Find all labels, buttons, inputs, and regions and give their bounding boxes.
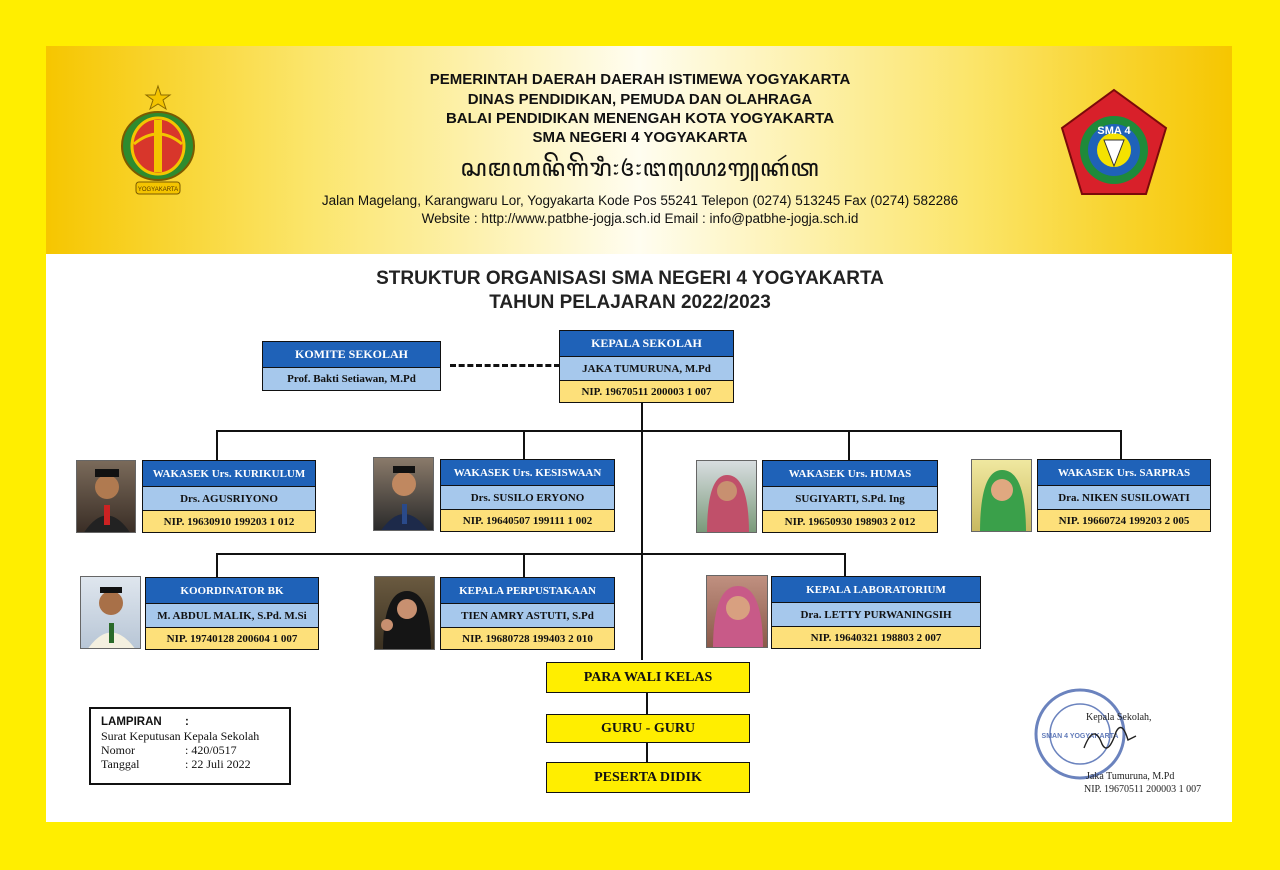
wakasek-name: Drs. AGUSRIYONO bbox=[143, 486, 315, 510]
kepala-laboratorium-box: KEPALA LABORATORIUM Dra. LETTY PURWANING… bbox=[771, 576, 981, 649]
wakasek-photo-2 bbox=[373, 457, 434, 531]
koordinator-photo-3 bbox=[706, 575, 768, 648]
nomor-value: : 420/0517 bbox=[185, 743, 237, 757]
komite-sekolah-box: KOMITE SEKOLAH Prof. Bakti Setiawan, M.P… bbox=[262, 341, 441, 391]
wakasek-box-kesiswaan: WAKASEK Urs. KESISWAAN Drs. SUSILO ERYON… bbox=[440, 459, 615, 532]
tanggal-label: Tanggal bbox=[101, 757, 140, 771]
header-line-1: PEMERINTAH DAERAH DAERAH ISTIMEWA YOGYAK… bbox=[429, 71, 851, 88]
komite-title: KOMITE SEKOLAH bbox=[263, 342, 440, 367]
kepala-nip: NIP. 19670511 200003 1 007 bbox=[560, 380, 733, 402]
main-vertical-line bbox=[641, 402, 643, 660]
wakasek-title: WAKASEK Urs. KESISWAAN bbox=[441, 460, 614, 485]
javanese-script-line: ꦱꦩꦲꦤꦼꦒꦼꦫꦶ꧇꧔꧇ꦔꦪꦺꦴꦒꦾꦏꦂꦠ bbox=[460, 154, 820, 181]
header-line-4: SMA NEGERI 4 YOGYAKARTA bbox=[532, 129, 748, 146]
nomor-label: Nomor bbox=[101, 743, 135, 757]
signature-role: Kepala Sekolah, bbox=[1086, 712, 1152, 723]
koordinator-name: TIEN AMRY ASTUTI, S.Pd bbox=[441, 603, 614, 627]
wakasek-photo-1 bbox=[76, 460, 136, 533]
lampiran-line1: Surat Keputusan Kepala Sekolah bbox=[101, 729, 260, 743]
lampiran-box: LAMPIRAN: Surat Keputusan Kepala Sekolah… bbox=[89, 707, 291, 785]
kepala-title: KEPALA SEKOLAH bbox=[560, 331, 733, 356]
website-line: Website : http://www.patbhe-jogja.sch.id… bbox=[421, 211, 859, 226]
kepala-name: JAKA TUMURUNA, M.Pd bbox=[560, 356, 733, 380]
komite-name: Prof. Bakti Setiawan, M.Pd bbox=[263, 367, 440, 390]
wakasek-box-kurikulum: WAKASEK Urs. KURIKULUM Drs. AGUSRIYONO N… bbox=[142, 460, 316, 533]
wakasek-drop-2 bbox=[523, 430, 525, 460]
koordinator-photo-1 bbox=[80, 576, 141, 649]
komite-dashed-link bbox=[450, 364, 560, 367]
koordinator-name: Dra. LETTY PURWANINGSIH bbox=[772, 602, 980, 626]
lampiran-colon: : bbox=[185, 716, 189, 728]
kepala-sekolah-box: KEPALA SEKOLAH JAKA TUMURUNA, M.Pd NIP. … bbox=[559, 330, 734, 403]
tanggal-value: : 22 Juli 2022 bbox=[185, 757, 251, 771]
wakasek-photo-3 bbox=[696, 460, 757, 533]
peserta-didik-box: PESERTA DIDIK bbox=[546, 762, 750, 793]
wakasek-name: SUGIYARTI, S.Pd. Ing bbox=[763, 486, 937, 510]
signature-nip: NIP. 19670511 200003 1 007 bbox=[1084, 784, 1202, 795]
koordinator-nip: NIP. 19680728 199403 2 010 bbox=[441, 627, 614, 649]
koordinator-nip: NIP. 19740128 200604 1 007 bbox=[146, 627, 318, 649]
koordinator-nip: NIP. 19640321 198803 2 007 bbox=[772, 626, 980, 648]
koordinator-bk-box: KOORDINATOR BK M. ABDUL MALIK, S.Pd. M.S… bbox=[145, 577, 319, 650]
koordinator-title: KOORDINATOR BK bbox=[146, 578, 318, 603]
koordinator-title: KEPALA LABORATORIUM bbox=[772, 577, 980, 602]
official-stamp-icon: SMAN 4 YOGYAKARTA bbox=[1034, 688, 1126, 780]
address-line: Jalan Magelang, Karangwaru Lor, Yogyakar… bbox=[321, 193, 959, 208]
lampiran-heading: LAMPIRAN bbox=[101, 716, 162, 728]
right-logo-text: SMA 4 bbox=[1097, 125, 1131, 137]
wakasek-drop-3 bbox=[848, 430, 850, 460]
para-wali-kelas-box: PARA WALI KELAS bbox=[546, 662, 750, 693]
wakasek-box-humas: WAKASEK Urs. HUMAS SUGIYARTI, S.Pd. Ing … bbox=[762, 460, 938, 533]
header-line-3: BALAI PENDIDIKAN MENENGAH KOTA YOGYAKART… bbox=[445, 110, 835, 127]
guru-guru-box: GURU - GURU bbox=[546, 714, 750, 743]
koordinator-drop-2 bbox=[523, 553, 525, 577]
chart-subtitle: TAHUN PELAJARAN 2022/2023 bbox=[489, 292, 771, 313]
kepala-perpustakaan-box: KEPALA PERPUSTAKAAN TIEN AMRY ASTUTI, S.… bbox=[440, 577, 615, 650]
wakasek-nip: NIP. 19630910 199203 1 012 bbox=[143, 510, 315, 532]
stamp-text: SMAN 4 YOGYAKARTA bbox=[1042, 733, 1119, 740]
left-logo-text: YOGYAKARTA bbox=[138, 187, 178, 193]
koordinator-title: KEPALA PERPUSTAKAAN bbox=[441, 578, 614, 603]
wakasek-title: WAKASEK Urs. SARPRAS bbox=[1038, 460, 1210, 485]
signature-scribble-icon bbox=[1083, 726, 1137, 749]
wakasek-nip: NIP. 19660724 199203 2 005 bbox=[1038, 509, 1210, 531]
chart-title: STRUKTUR ORGANISASI SMA NEGERI 4 YOGYAKA… bbox=[376, 268, 884, 289]
wakasek-drop-1 bbox=[216, 430, 218, 460]
wakasek-title: WAKASEK Urs. KURIKULUM bbox=[143, 461, 315, 486]
wakasek-horizontal-line bbox=[216, 430, 1122, 432]
dij-emblem-icon: YOGYAKARTA bbox=[121, 84, 195, 195]
wakasek-nip: NIP. 19640507 199111 1 002 bbox=[441, 509, 614, 531]
koordinator-horizontal-line bbox=[216, 553, 846, 555]
koordinator-drop-1 bbox=[216, 553, 218, 577]
koordinator-name: M. ABDUL MALIK, S.Pd. M.Si bbox=[146, 603, 318, 627]
letterhead bbox=[46, 46, 1232, 254]
wakasek-box-sarpras: WAKASEK Urs. SARPRAS Dra. NIKEN SUSILOWA… bbox=[1037, 459, 1211, 532]
wakasek-name: Drs. SUSILO ERYONO bbox=[441, 485, 614, 509]
wakasek-title: WAKASEK Urs. HUMAS bbox=[763, 461, 937, 486]
wakasek-nip: NIP. 19650930 198903 2 012 bbox=[763, 510, 937, 532]
signature-name: Jaka Tumuruna, M.Pd bbox=[1086, 771, 1175, 782]
wakasek-photo-4 bbox=[971, 459, 1032, 532]
header-line-2: DINAS PENDIDIKAN, PEMUDA DAN OLAHRAGA bbox=[467, 91, 813, 108]
wakasek-drop-4 bbox=[1120, 430, 1122, 460]
koordinator-drop-3 bbox=[844, 553, 846, 577]
wakasek-name: Dra. NIKEN SUSILOWATI bbox=[1038, 485, 1210, 509]
koordinator-photo-2 bbox=[374, 576, 435, 650]
sma4-logo-icon: SMA 4 bbox=[1060, 88, 1168, 195]
